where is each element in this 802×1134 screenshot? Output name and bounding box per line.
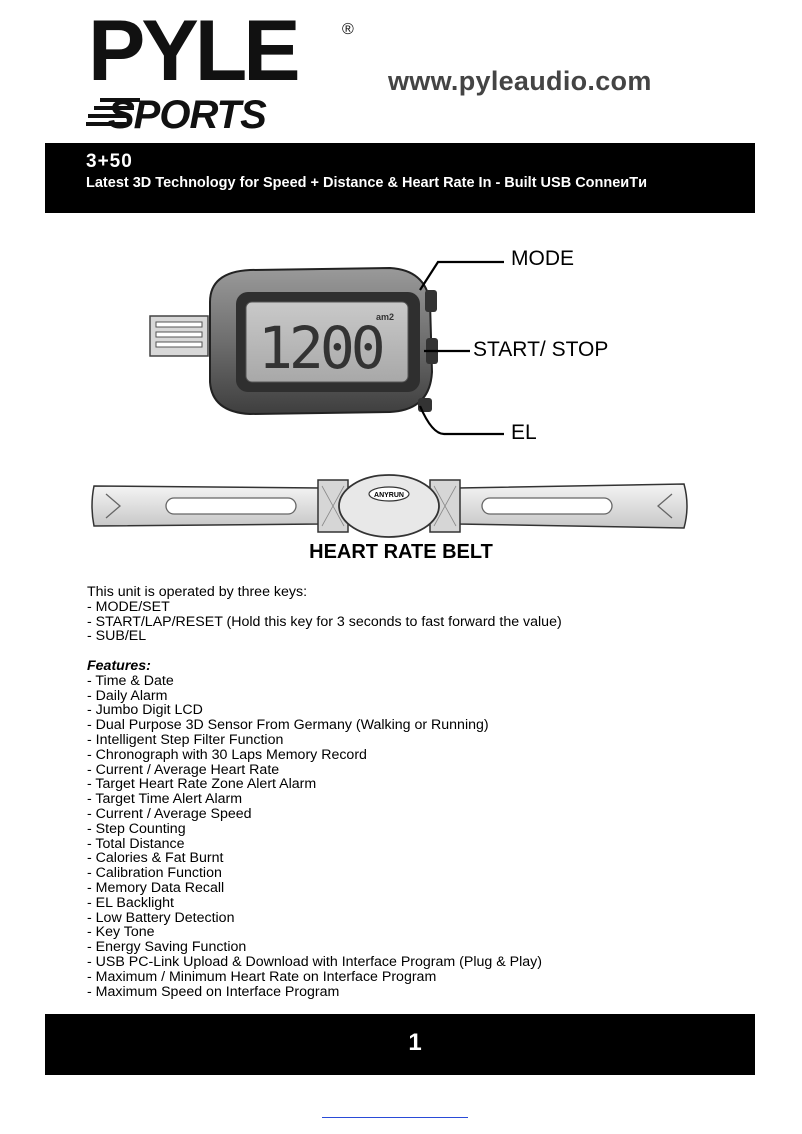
feature-item: - Time & Date [87, 672, 174, 689]
feature-item: - Intelligent Step Filter Function [87, 731, 284, 748]
features-heading: Features: [87, 657, 151, 674]
instructions-text: This unit is operated by three keys: - M… [87, 585, 767, 999]
feature-item: - Maximum / Minimum Heart Rate on Interf… [87, 968, 437, 985]
feature-item: - Daily Alarm [87, 687, 168, 704]
registered-mark: ® [342, 21, 354, 38]
key-item: - MODE/SET [87, 598, 170, 615]
lcd-screen [245, 301, 409, 383]
page-number: 1 [408, 1029, 422, 1056]
feature-item: - Memory Data Recall [87, 879, 225, 896]
pedometer-device-illustration: 1200 am2 [149, 266, 438, 416]
feature-item: - Calories & Fat Burnt [87, 850, 224, 867]
feature-item: - Key Tone [87, 924, 155, 941]
feature-item: - Target Heart Rate Zone Alert Alarm [87, 776, 317, 793]
callout-mode: MODE [511, 247, 574, 270]
lcd-reading: 1200 [258, 314, 383, 382]
logo-speed-lines [86, 98, 140, 126]
website-url: www.pyleaudio.com [388, 66, 652, 96]
feature-item: - Calibration Function [87, 865, 222, 882]
feature-item: - Step Counting [87, 820, 186, 837]
feature-item: - Chronograph with 30 Laps Memory Record [87, 746, 367, 763]
feature-item: - Total Distance [87, 835, 185, 852]
lcd-unit: am2 [376, 312, 394, 322]
keys-intro: This unit is operated by three keys: [87, 584, 308, 600]
callout-start-stop: START/ STOP [473, 338, 609, 361]
callout-el: EL [511, 421, 537, 444]
device-side-button-mode [425, 290, 437, 312]
feature-item: - Low Battery Detection [87, 909, 235, 926]
feature-item: - Dual Purpose 3D Sensor From Germany (W… [87, 717, 489, 734]
belt-sensor-pod [338, 474, 440, 538]
product-subtitle: Latest 3D Technology for Speed + Distanc… [86, 175, 647, 191]
footer-bar: 1 [45, 1014, 755, 1075]
heart-rate-belt-illustration: ANYRUN [91, 474, 688, 538]
feature-item: - Energy Saving Function [87, 939, 247, 956]
key-item: - START/LAP/RESET (Hold this key for 3 s… [87, 613, 562, 630]
hyperlink-underline[interactable] [322, 1117, 468, 1118]
belt-caption: HEART RATE BELT [309, 541, 493, 563]
pyle-sports-logo: PYLE ® SPORTS [86, 14, 354, 132]
model-number: 3+50 [86, 151, 133, 172]
key-item: - SUB/EL [87, 628, 147, 645]
logo-text-sports: SPORTS [108, 93, 267, 132]
header-bar: 3+50 Latest 3D Technology for Speed + Di… [45, 143, 755, 213]
feature-item: - EL Backlight [87, 894, 175, 911]
feature-item: - Current / Average Speed [87, 805, 252, 822]
belt-brand-badge: ANYRUN [374, 492, 404, 499]
logo-text-pyle: PYLE [88, 14, 297, 99]
feature-item: - Maximum Speed on Interface Program [87, 983, 340, 1000]
feature-item: - Target Time Alert Alarm [87, 791, 243, 808]
feature-item: - USB PC-Link Upload & Download with Int… [87, 953, 542, 970]
callout-leader-lines [418, 260, 504, 436]
feature-item: - Current / Average Heart Rate [87, 761, 280, 778]
feature-item: - Jumbo Digit LCD [87, 702, 203, 719]
usb-connector [149, 315, 209, 357]
